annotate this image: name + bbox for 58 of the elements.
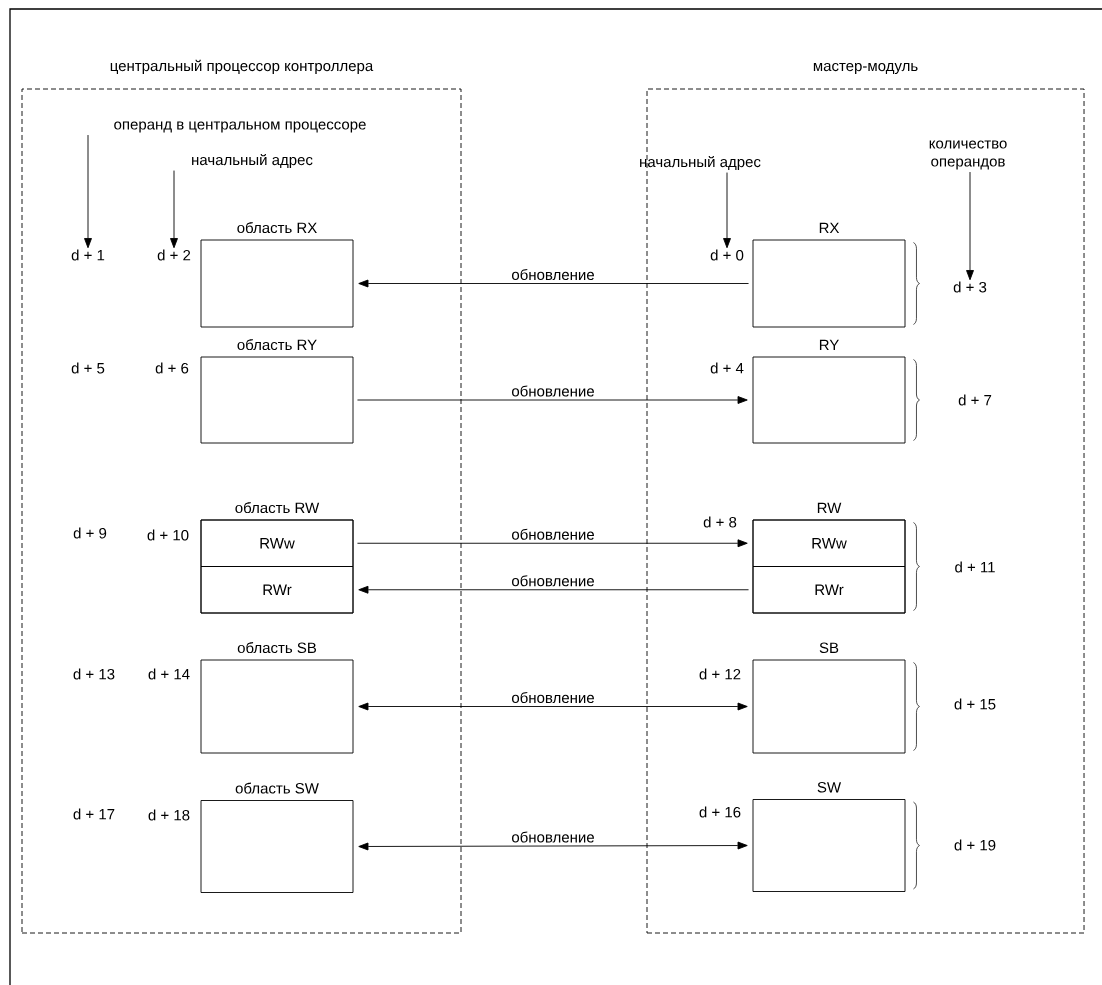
annotation-text: операнд в центральном процессоре	[114, 121, 366, 133]
arrow	[357, 539, 748, 548]
annotation-text: начальный адрес	[192, 153, 313, 169]
leader-arrow	[723, 172, 731, 249]
node-label: область RX	[237, 221, 317, 234]
memory-area-cell: RWr	[200, 566, 354, 614]
annotation-text: количество операндов	[929, 140, 1007, 170]
annotation-text: d + 3	[953, 281, 987, 293]
node-label: область SB	[237, 641, 317, 654]
edge-label: обновление	[510, 267, 596, 282]
memory-area-box: RY	[752, 339, 906, 444]
address-label: d + 15	[954, 698, 996, 710]
annotation-text: d + 0	[710, 249, 744, 261]
memory-area-cell: RWw	[200, 519, 354, 567]
node-label: область SW	[235, 782, 319, 794]
annotation-text: d + 2	[157, 249, 191, 261]
memory-area-box: SB	[752, 642, 906, 754]
memory-area-box: SW	[752, 782, 906, 892]
edge-label: обновление	[510, 574, 596, 588]
arrow	[357, 396, 748, 404]
memory-area-box: область RX	[200, 221, 354, 328]
memory-area-box: область RY	[200, 338, 354, 444]
leader-arrow	[170, 170, 178, 249]
memory-area-box: область SW	[200, 782, 354, 893]
node-label: центральный процессор контроллера	[110, 59, 374, 75]
edge-label: обновление	[510, 384, 596, 398]
node-label: RW	[817, 502, 842, 514]
node-label: область RY	[237, 338, 317, 351]
node-label: SB	[819, 642, 839, 654]
address-label: d + 6	[155, 362, 189, 374]
annotation-text: d + 1	[71, 249, 105, 261]
node-label: мастер-модуль	[813, 62, 918, 75]
memory-area-cell: RWw	[752, 519, 906, 567]
address-label: d + 10	[147, 529, 189, 541]
address-label: d + 17	[73, 808, 115, 820]
arrow	[358, 585, 749, 594]
edge-label: обновление	[510, 690, 596, 705]
arrow	[358, 279, 749, 288]
arrow	[358, 702, 748, 711]
address-label: d + 5	[71, 362, 105, 374]
memory-area-cell: RWr	[752, 566, 906, 614]
address-label: d + 13	[73, 668, 115, 680]
memory-area-box: область SB	[200, 641, 354, 754]
node-label: RY	[819, 339, 839, 351]
edge-label: обновление	[510, 527, 596, 541]
memory-area-box: RX	[752, 222, 906, 328]
address-label: d + 11	[955, 561, 995, 573]
leader-arrow	[966, 171, 974, 281]
address-label: d + 9	[73, 527, 107, 539]
address-label: d + 7	[958, 394, 992, 406]
edge-label: обновление	[510, 830, 596, 844]
leader-arrow	[84, 134, 92, 249]
annotation-text: начальный адрес	[640, 155, 761, 171]
node-label: область RW	[235, 501, 320, 514]
arrow	[358, 841, 748, 851]
node-label: SW	[817, 781, 842, 793]
address-label: d + 19	[954, 839, 996, 851]
node-label: RX	[819, 222, 840, 234]
